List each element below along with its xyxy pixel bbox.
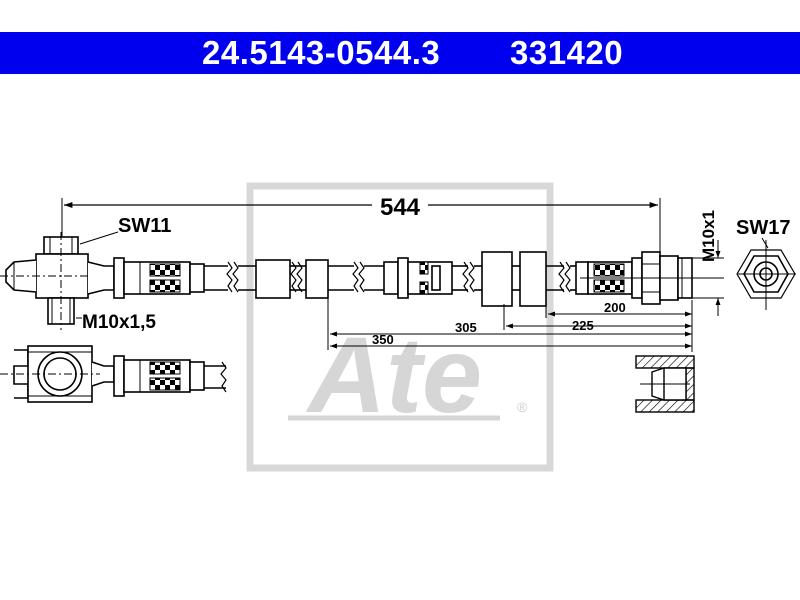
thread-left-label: M10x1,5 <box>82 312 156 333</box>
overall-length-dimension: 544 <box>61 192 661 265</box>
overall-length-label: 544 <box>380 194 421 221</box>
length-350-label: 350 <box>372 332 394 347</box>
left-crimp-ferrule <box>113 257 205 299</box>
watermark-trademark: ® <box>517 399 528 415</box>
length-305-label: 305 <box>455 320 477 335</box>
wrench-size-right-label: SW17 <box>736 217 790 239</box>
partial-length-dimensions <box>327 298 693 352</box>
watermark-logo: Ate ® <box>246 182 554 472</box>
part-number: 24.5143-0544.3 <box>202 34 441 71</box>
length-225-label: 225 <box>572 318 594 333</box>
hose-sleeve <box>255 259 384 299</box>
wrench-size-left-label: SW11 <box>118 215 171 237</box>
reference-number: 331420 <box>510 34 624 71</box>
mounting-section-view <box>635 355 695 413</box>
hex-nut-end-view <box>736 240 796 310</box>
title-banner: 24.5143-0544.3 331420 <box>0 32 800 74</box>
left-banjo-fitting <box>0 232 115 330</box>
thread-right-label: M10x1 <box>699 210 718 262</box>
banjo-top-view <box>0 345 227 403</box>
middle-bracket-clip <box>383 257 482 299</box>
length-200-label: 200 <box>604 300 626 315</box>
thread-right-dimension: M10x1 <box>692 210 724 316</box>
hose-segment <box>204 261 256 293</box>
hose-grommets <box>481 251 576 307</box>
